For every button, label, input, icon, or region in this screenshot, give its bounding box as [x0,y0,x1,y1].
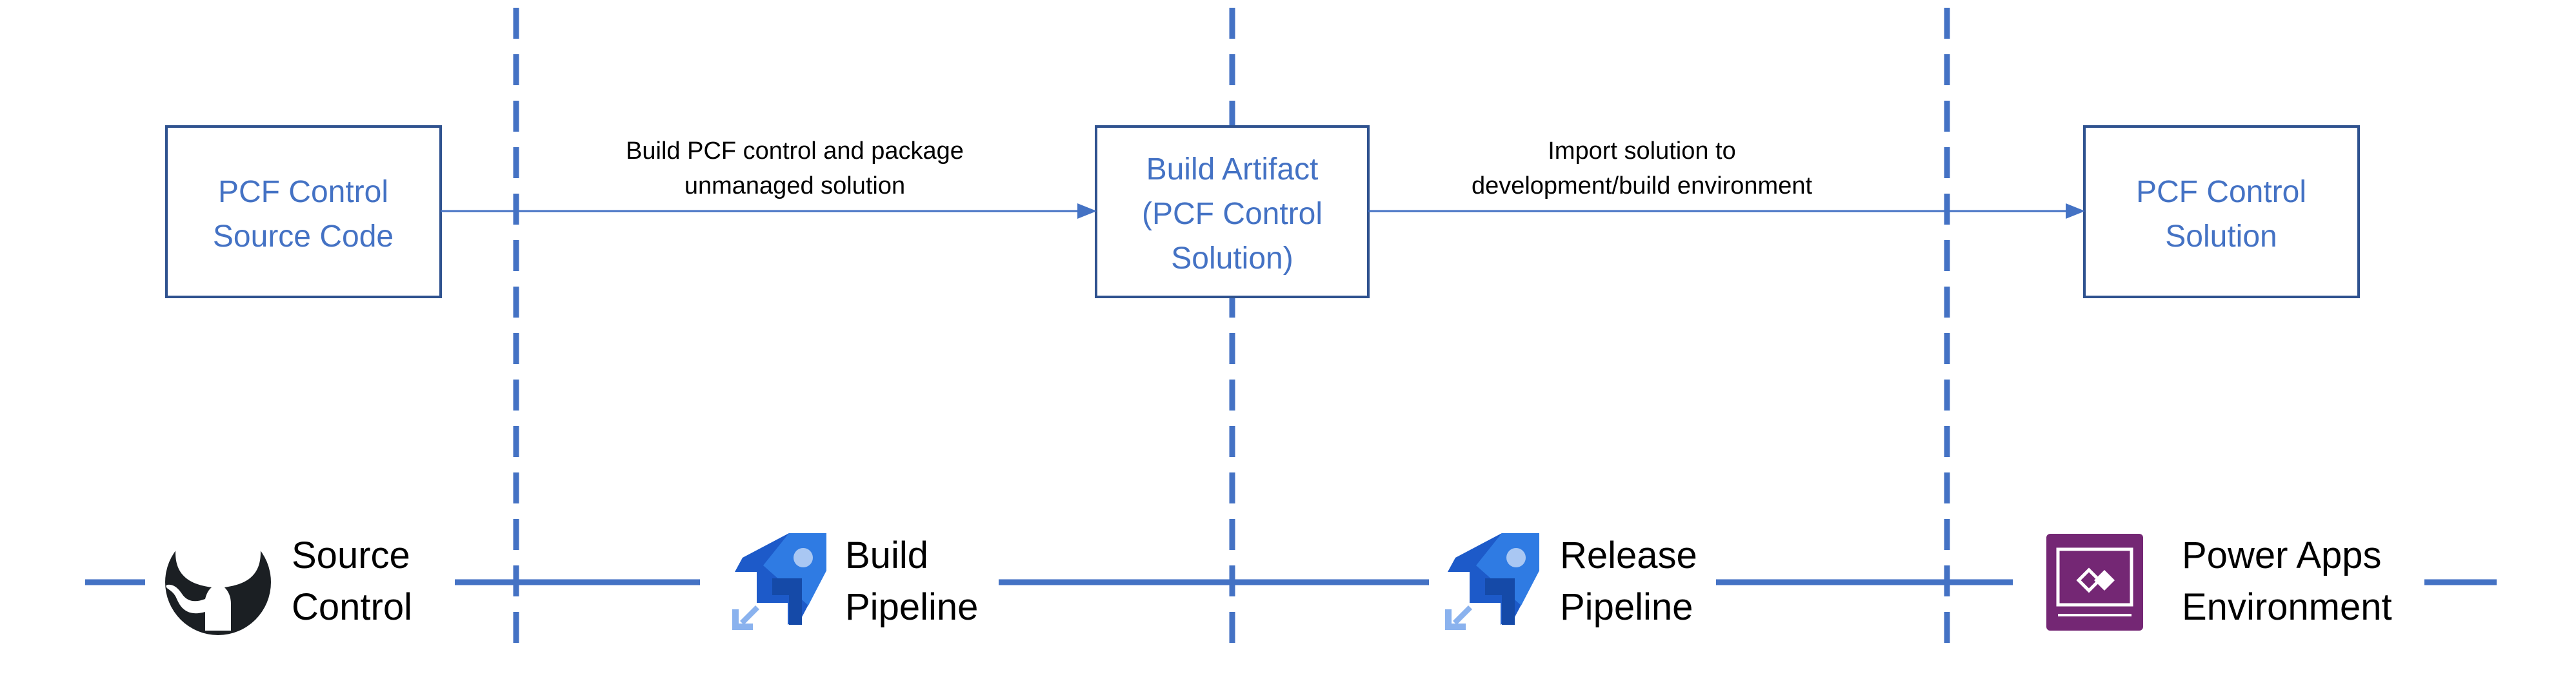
box-source-code: PCF Control Source Code [165,125,442,298]
box-label-line: PCF Control [218,175,388,209]
arrow-label-line: unmanaged solution [684,172,905,199]
box-label-line: Solution [2165,219,2277,254]
stage-label-line: Environment [2182,586,2392,628]
azure-pipelines-icon [732,533,826,630]
azure-pipelines-icon [1445,533,1539,630]
arrow-label-line: Import solution to [1548,137,1735,165]
arrow-label-line: development/build environment [1472,172,1813,199]
box-frame [165,125,442,298]
stage-label-line: Source [292,534,410,576]
stage-label-line: Pipeline [1560,586,1693,628]
box-build-artifact: Build Artifact (PCF Control Solution) [1095,125,1370,298]
stage-power-apps-environment: Power Apps Environment [2046,534,2392,631]
box-pcf-solution: PCF Control Solution [2083,125,2360,298]
stage-label-line: Control [292,586,412,628]
stage-source-control: Source Control [165,511,412,635]
power-apps-icon [2046,534,2143,631]
box-label-line: PCF Control [2136,175,2306,209]
stage-label-line: Power Apps [2182,534,2382,576]
arrow-label-line: Build PCF control and package [626,137,964,165]
box-label-line: Source Code [213,219,394,254]
box-label-line: (PCF Control [1142,197,1323,231]
stage-label-line: Release [1560,534,1697,576]
box-frame [2083,125,2360,298]
arrow-build: Build PCF control and package unmanaged … [441,137,1097,219]
arrow-import: Import solution to development/build env… [1368,137,2085,219]
lane-separators [513,8,1950,645]
stage-release-pipeline: Release Pipeline [1445,533,1697,630]
stage-label-line: Build [845,534,928,576]
box-label-line: Solution) [1171,241,1293,276]
stage-build-pipeline: Build Pipeline [732,533,978,630]
box-label-line: Build Artifact [1146,152,1319,187]
github-icon [165,511,271,635]
stage-label-line: Pipeline [845,586,978,628]
